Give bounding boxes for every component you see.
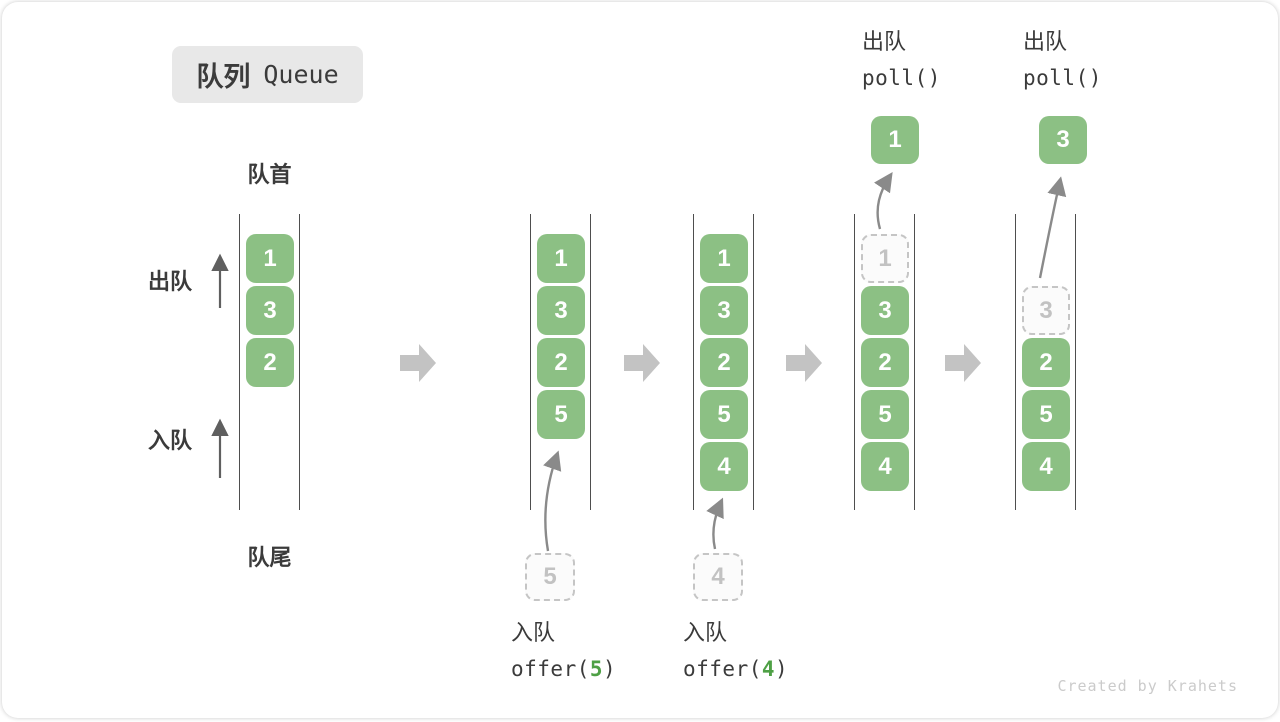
- queue-cell-removed: 1: [861, 234, 909, 283]
- title-chinese: 队列: [196, 55, 250, 94]
- operation-enqueue-4: 入队 offer(4): [683, 619, 788, 683]
- queue-cell: 3: [537, 286, 585, 335]
- queue-cell: 4: [1022, 442, 1070, 491]
- queue-cell-removed: 3: [1022, 286, 1070, 335]
- queue-cell: 5: [700, 390, 748, 439]
- queue-state-after-offer-5: 1 3 2 5: [530, 214, 591, 510]
- queue-cell: 1: [537, 234, 585, 283]
- block-arrow-2: [624, 344, 660, 382]
- queue-cell: 1: [700, 234, 748, 283]
- queue-cell: 3: [861, 286, 909, 335]
- pending-enqueue-value-4: 4: [693, 553, 743, 601]
- queue-state-initial: 1 3 2: [239, 214, 300, 510]
- queue-cell: 3: [246, 286, 294, 335]
- queue-cell: 2: [537, 338, 585, 387]
- dequeue-side-label: 出队: [148, 264, 192, 296]
- queue-cell: 1: [246, 234, 294, 283]
- enqueue-side-label: 入队: [148, 423, 192, 455]
- operation-label: 出队: [862, 28, 941, 56]
- operation-label: 入队: [511, 619, 616, 647]
- block-arrow-4: [945, 344, 981, 382]
- block-arrow-1: [400, 344, 436, 382]
- queue-cell: 2: [700, 338, 748, 387]
- queue-cell: 5: [537, 390, 585, 439]
- queue-state-after-poll-3: 3 2 5 4: [1015, 214, 1076, 510]
- block-arrow-3: [786, 344, 822, 382]
- operation-code: poll(): [1023, 64, 1102, 92]
- queue-state-after-poll-1: 1 3 2 5 4: [854, 214, 915, 510]
- queue-cell: 2: [861, 338, 909, 387]
- operation-enqueue-5: 入队 offer(5): [511, 619, 616, 683]
- operation-label: 出队: [1023, 28, 1102, 56]
- pending-enqueue-value-5: 5: [525, 553, 575, 601]
- queue-state-after-offer-4: 1 3 2 5 4: [693, 214, 754, 510]
- polled-value-1: 1: [871, 116, 919, 164]
- operation-code: offer(5): [511, 655, 616, 683]
- queue-cell: 3: [700, 286, 748, 335]
- operation-poll-3: 出队 poll(): [1023, 28, 1102, 92]
- queue-cell: 2: [1022, 338, 1070, 387]
- queue-cell: 5: [861, 390, 909, 439]
- queue-front-label: 队首: [239, 157, 300, 189]
- operation-poll-1: 出队 poll(): [862, 28, 941, 92]
- queue-cell: 2: [246, 338, 294, 387]
- title-badge: 队列 Queue: [172, 46, 363, 103]
- queue-cell: 4: [700, 442, 748, 491]
- title-english: Queue: [263, 60, 338, 89]
- queue-cell: 4: [861, 442, 909, 491]
- operation-label: 入队: [683, 619, 788, 647]
- operation-code: offer(4): [683, 655, 788, 683]
- polled-value-3: 3: [1039, 116, 1087, 164]
- queue-rear-label: 队尾: [239, 540, 300, 572]
- watermark: Created by Krahets: [1057, 677, 1238, 695]
- queue-cell: 5: [1022, 390, 1070, 439]
- operation-code: poll(): [862, 64, 941, 92]
